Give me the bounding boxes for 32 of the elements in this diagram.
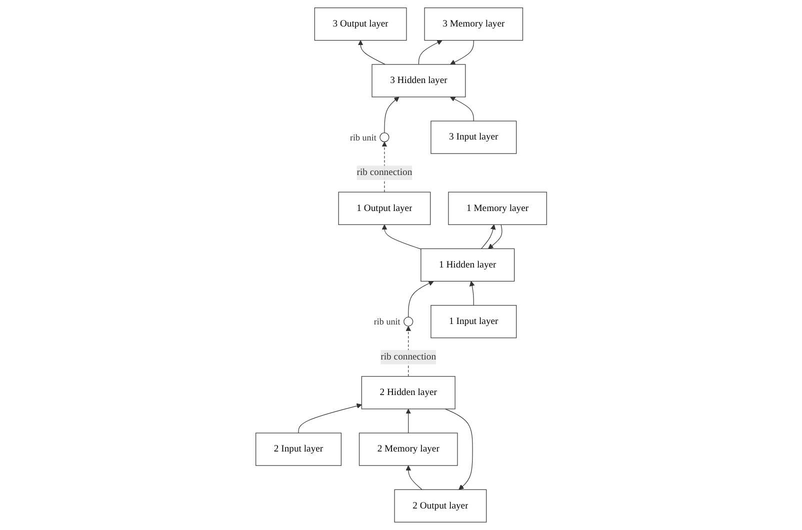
node-box: 2 Memory layer	[358, 432, 458, 466]
node-box: 3 Output layer	[314, 8, 407, 41]
arrow	[418, 40, 442, 65]
arrow	[469, 281, 474, 306]
arrow	[298, 403, 362, 434]
node-box: 3 Input layer	[430, 120, 516, 154]
node-box: 2 Hidden layer	[361, 376, 456, 410]
arrow	[405, 408, 411, 434]
arrow	[450, 96, 474, 122]
node-box: 1 Output layer	[338, 192, 430, 225]
node-caption: rib unit	[350, 132, 376, 142]
node-box: 2 Input layer	[255, 432, 342, 466]
node-box: 2 Output layer	[394, 489, 486, 522]
node-box: 1 Input layer	[430, 305, 516, 338]
arrow	[480, 224, 496, 250]
node-circle	[403, 316, 413, 326]
arrow	[405, 465, 422, 490]
edge-label: rib connection	[380, 352, 436, 362]
arrow	[488, 224, 502, 249]
node-caption: rib unit	[374, 316, 400, 327]
node-circle	[379, 132, 390, 142]
node-box: 1 Hidden layer	[420, 248, 514, 282]
node-box: 1 Memory layer	[448, 192, 547, 225]
node-box: 3 Memory layer	[424, 8, 523, 41]
arrow	[382, 224, 421, 250]
arrow	[358, 40, 386, 65]
arrow	[444, 408, 473, 490]
edge-label: rib connection	[356, 167, 412, 178]
arrow	[408, 280, 434, 318]
arrow	[384, 96, 400, 134]
node-box: 3 Hidden layer	[371, 64, 466, 98]
arrow	[450, 40, 474, 65]
